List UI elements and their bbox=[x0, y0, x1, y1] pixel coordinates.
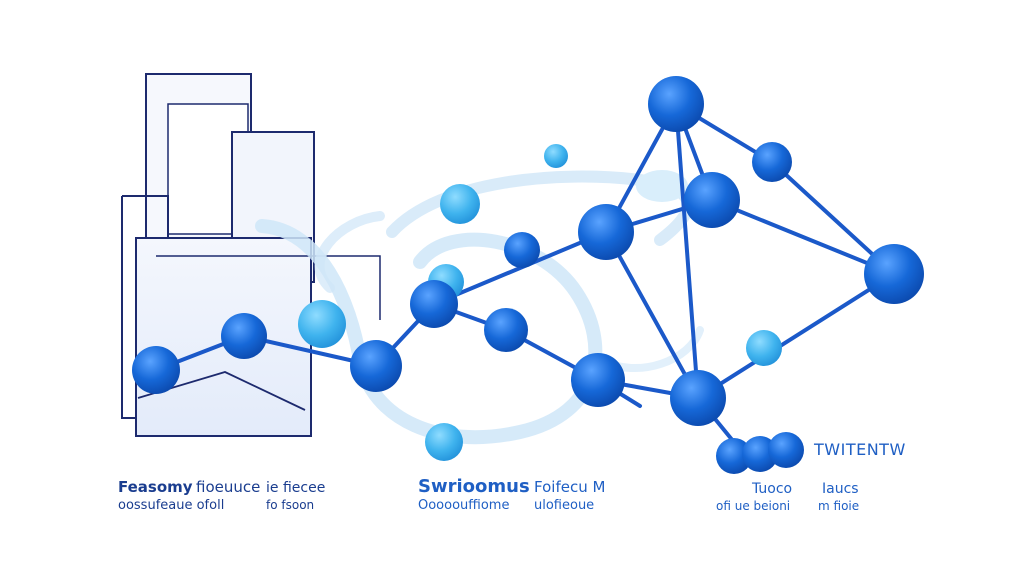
node bbox=[684, 172, 740, 228]
left-label-title-b: fioeuuce bbox=[196, 478, 261, 496]
network-nodes bbox=[132, 76, 924, 474]
ribbon-glow bbox=[636, 170, 688, 202]
right-label-top: TWITENTW bbox=[814, 440, 906, 459]
left-label-title-a: Feasomy bbox=[118, 478, 193, 496]
center-label-sub-a: Ooooouffiome bbox=[418, 498, 510, 513]
right-label-title-a: Tuoco bbox=[752, 481, 793, 497]
node bbox=[298, 300, 346, 348]
node bbox=[864, 244, 924, 304]
side-frame bbox=[300, 255, 381, 320]
edge bbox=[696, 272, 896, 400]
right-label-sub-a: ofi ue beioni bbox=[716, 499, 791, 513]
node bbox=[504, 232, 540, 268]
node bbox=[571, 353, 625, 407]
node bbox=[132, 346, 180, 394]
ribbon-strand-3 bbox=[314, 211, 385, 293]
node bbox=[578, 204, 634, 260]
edge bbox=[710, 198, 896, 276]
node bbox=[425, 423, 463, 461]
node bbox=[648, 76, 704, 132]
left-label-title-c: ie fiecee bbox=[266, 480, 326, 496]
center-label-title-a: Swrioomus bbox=[418, 476, 530, 497]
node bbox=[670, 370, 726, 426]
document-stack bbox=[121, 73, 381, 437]
node bbox=[350, 340, 402, 392]
center-label-sub-b: ulofieoue bbox=[534, 498, 595, 513]
node bbox=[746, 330, 782, 366]
edge bbox=[432, 230, 608, 306]
edge bbox=[674, 102, 700, 400]
node bbox=[221, 313, 267, 359]
right-label-title-b: Iaucs bbox=[822, 481, 859, 497]
center-label-title-b: Foifecu M bbox=[534, 478, 606, 496]
node bbox=[768, 432, 804, 468]
node bbox=[752, 142, 792, 182]
left-label-sub-b: fo fsoon bbox=[266, 498, 315, 512]
edge bbox=[604, 230, 700, 400]
node bbox=[716, 438, 752, 474]
right-label-sub-b: m fioie bbox=[818, 499, 860, 513]
node bbox=[440, 184, 480, 224]
node bbox=[410, 280, 458, 328]
left-label-sub-a: oossufeaue ofoll bbox=[118, 498, 225, 513]
node bbox=[544, 144, 568, 168]
node bbox=[484, 308, 528, 352]
